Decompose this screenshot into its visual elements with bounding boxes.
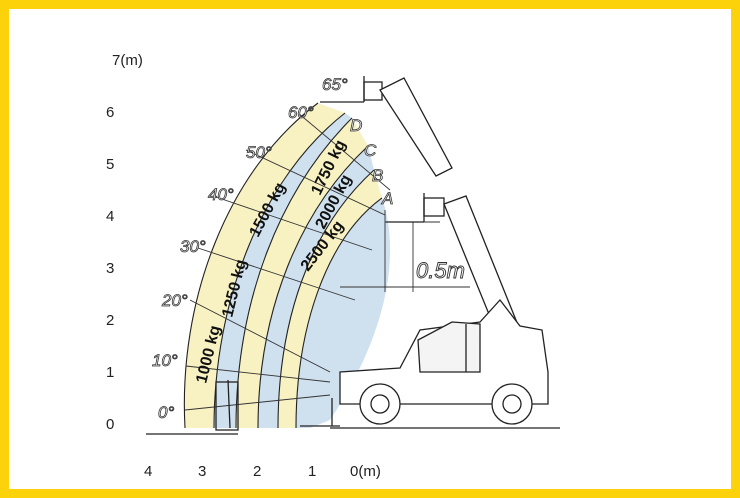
- angle-labels: 0° 10° 20° 30° 40° 50° 60° 65°: [152, 75, 349, 423]
- y-label-6: 6: [106, 104, 114, 121]
- angle-label-10: 10°: [152, 351, 178, 370]
- angle-label-30: 30°: [180, 237, 206, 256]
- y-label-3: 3: [106, 260, 114, 277]
- angle-label-60: 60°: [288, 103, 314, 122]
- zone-label-c: C: [364, 141, 377, 160]
- band-1250kg: [214, 113, 352, 428]
- y-axis: 7(m) 6 5 4 3 2 1 0: [106, 52, 143, 433]
- band-1000kg: [184, 103, 345, 428]
- y-label-1: 1: [106, 364, 114, 381]
- angle-label-20: 20°: [161, 291, 188, 310]
- load-bands: [184, 103, 391, 428]
- zone-label-a: A: [381, 189, 393, 208]
- zone-label-b: B: [372, 166, 383, 185]
- band-2500kg: [296, 198, 391, 428]
- zone-letters: A B C D: [350, 116, 394, 209]
- zone-label-d: D: [350, 116, 362, 135]
- extension-label: 0.5m: [416, 258, 465, 283]
- y-label-7: 7(m): [112, 52, 143, 69]
- y-label-2: 2: [106, 312, 114, 329]
- x-label-1: 1: [308, 463, 316, 480]
- x-label-2: 2: [253, 463, 261, 480]
- band-1750kg: [258, 146, 374, 428]
- band-2000kg: [278, 170, 382, 428]
- x-label-3: 3: [198, 463, 206, 480]
- angle-label-65: 65°: [322, 75, 348, 94]
- x-label-4: 4: [144, 463, 152, 480]
- angle-label-40: 40°: [208, 185, 234, 204]
- y-label-0: 0: [106, 416, 114, 433]
- angle-label-50: 50°: [246, 143, 272, 162]
- forks-right: [300, 398, 340, 427]
- arc-lines: [183, 102, 383, 429]
- x-axis: 4 3 2 1 0(m): [144, 463, 381, 480]
- carriage-mid: [386, 193, 445, 223]
- y-label-5: 5: [106, 156, 114, 173]
- angle-rays: [184, 112, 391, 411]
- x-label-0: 0(m): [350, 463, 381, 480]
- telehandler: [330, 298, 560, 429]
- band-1500kg: [236, 118, 368, 428]
- y-label-4: 4: [106, 208, 114, 225]
- angle-label-0: 0°: [158, 403, 174, 422]
- forks-left: [146, 379, 239, 435]
